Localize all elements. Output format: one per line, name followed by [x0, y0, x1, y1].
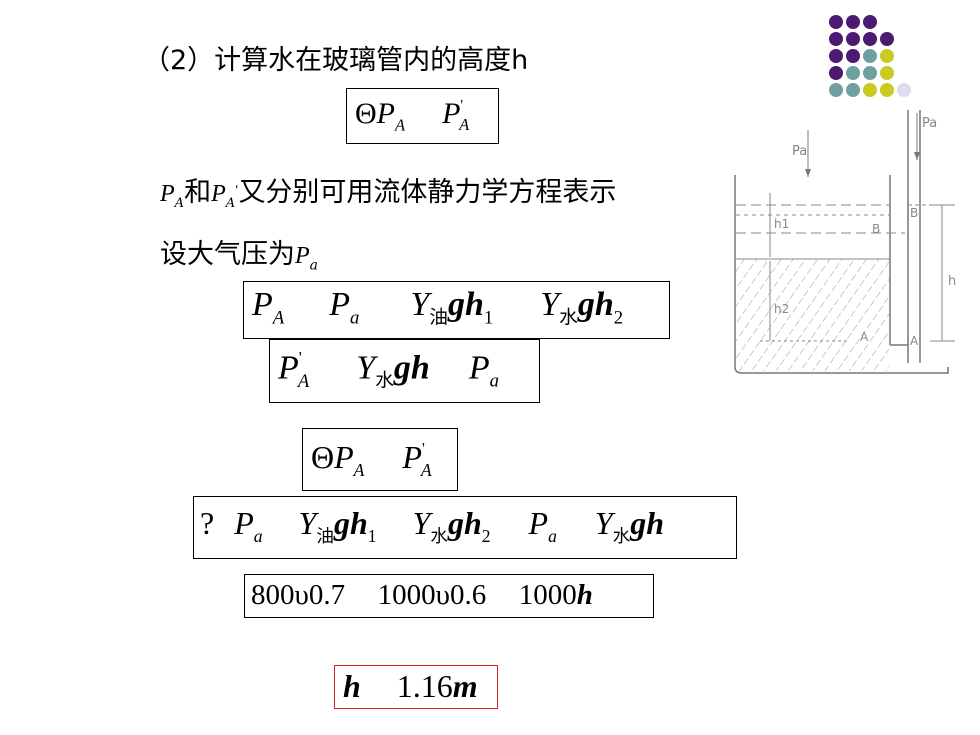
decorative-dot [846, 49, 860, 63]
decorative-dot [829, 49, 843, 63]
decorative-dot [863, 15, 877, 29]
decorative-dot [863, 49, 877, 63]
equation-box-5: ? Pa Y油gh1 Y水gh2 Pa Y水gh [193, 496, 737, 559]
decorative-dot [880, 83, 894, 97]
h1-label: h1 [774, 217, 789, 231]
theta-symbol: Θ [355, 97, 377, 130]
text-line-1: PA和PA'又分别可用流体静力学方程表示 [160, 177, 617, 211]
heading: （2）计算水在玻璃管内的高度h [143, 45, 529, 76]
decorative-dot-grid [826, 15, 926, 105]
decorative-dot [829, 15, 843, 29]
pa-right-label: Pa [922, 116, 937, 131]
prime-mark: ' [460, 97, 464, 114]
subscript-a: A [395, 115, 406, 135]
pa-left-label: Pa [792, 144, 807, 159]
decorative-dot [863, 66, 877, 80]
b-prime-label: B' [910, 206, 922, 220]
decorative-dot [829, 83, 843, 97]
manometer-diagram: Pa Pa h1 h2 B B' A A' h [734, 110, 956, 374]
equation-box-6: 800υ0.7 1000υ0.6 1000h [244, 574, 654, 618]
p-symbol: P [376, 97, 395, 130]
decorative-dot [863, 83, 877, 97]
decorative-dot [846, 15, 860, 29]
equation-box-3: P'A Y水gh Pa [269, 339, 540, 403]
result-box: h 1.16m [334, 665, 498, 709]
decorative-dot [846, 83, 860, 97]
decorative-dot [829, 32, 843, 46]
decorative-dot [897, 83, 911, 97]
decorative-dot [829, 66, 843, 80]
equation-box-1: ΘPA P'A [346, 88, 499, 144]
a-label: A [860, 330, 869, 344]
decorative-dot [880, 66, 894, 80]
equation-box-2: PA Pa Y油gh1 Y水gh2 [243, 281, 670, 339]
decorative-dot [846, 66, 860, 80]
b-label: B [872, 222, 880, 236]
decorative-dot [880, 32, 894, 46]
decorative-dot [846, 32, 860, 46]
text-line-2: 设大气压为Pa [160, 239, 319, 274]
h2-label: h2 [774, 302, 789, 316]
equation-box-4: ΘPA P'A [302, 428, 458, 491]
decorative-dot [880, 49, 894, 63]
subscript-a: A [459, 115, 470, 135]
a-prime-label: A' [910, 334, 922, 348]
h-label: h [948, 274, 956, 289]
p-symbol: P [442, 97, 461, 130]
decorative-dot [863, 32, 877, 46]
